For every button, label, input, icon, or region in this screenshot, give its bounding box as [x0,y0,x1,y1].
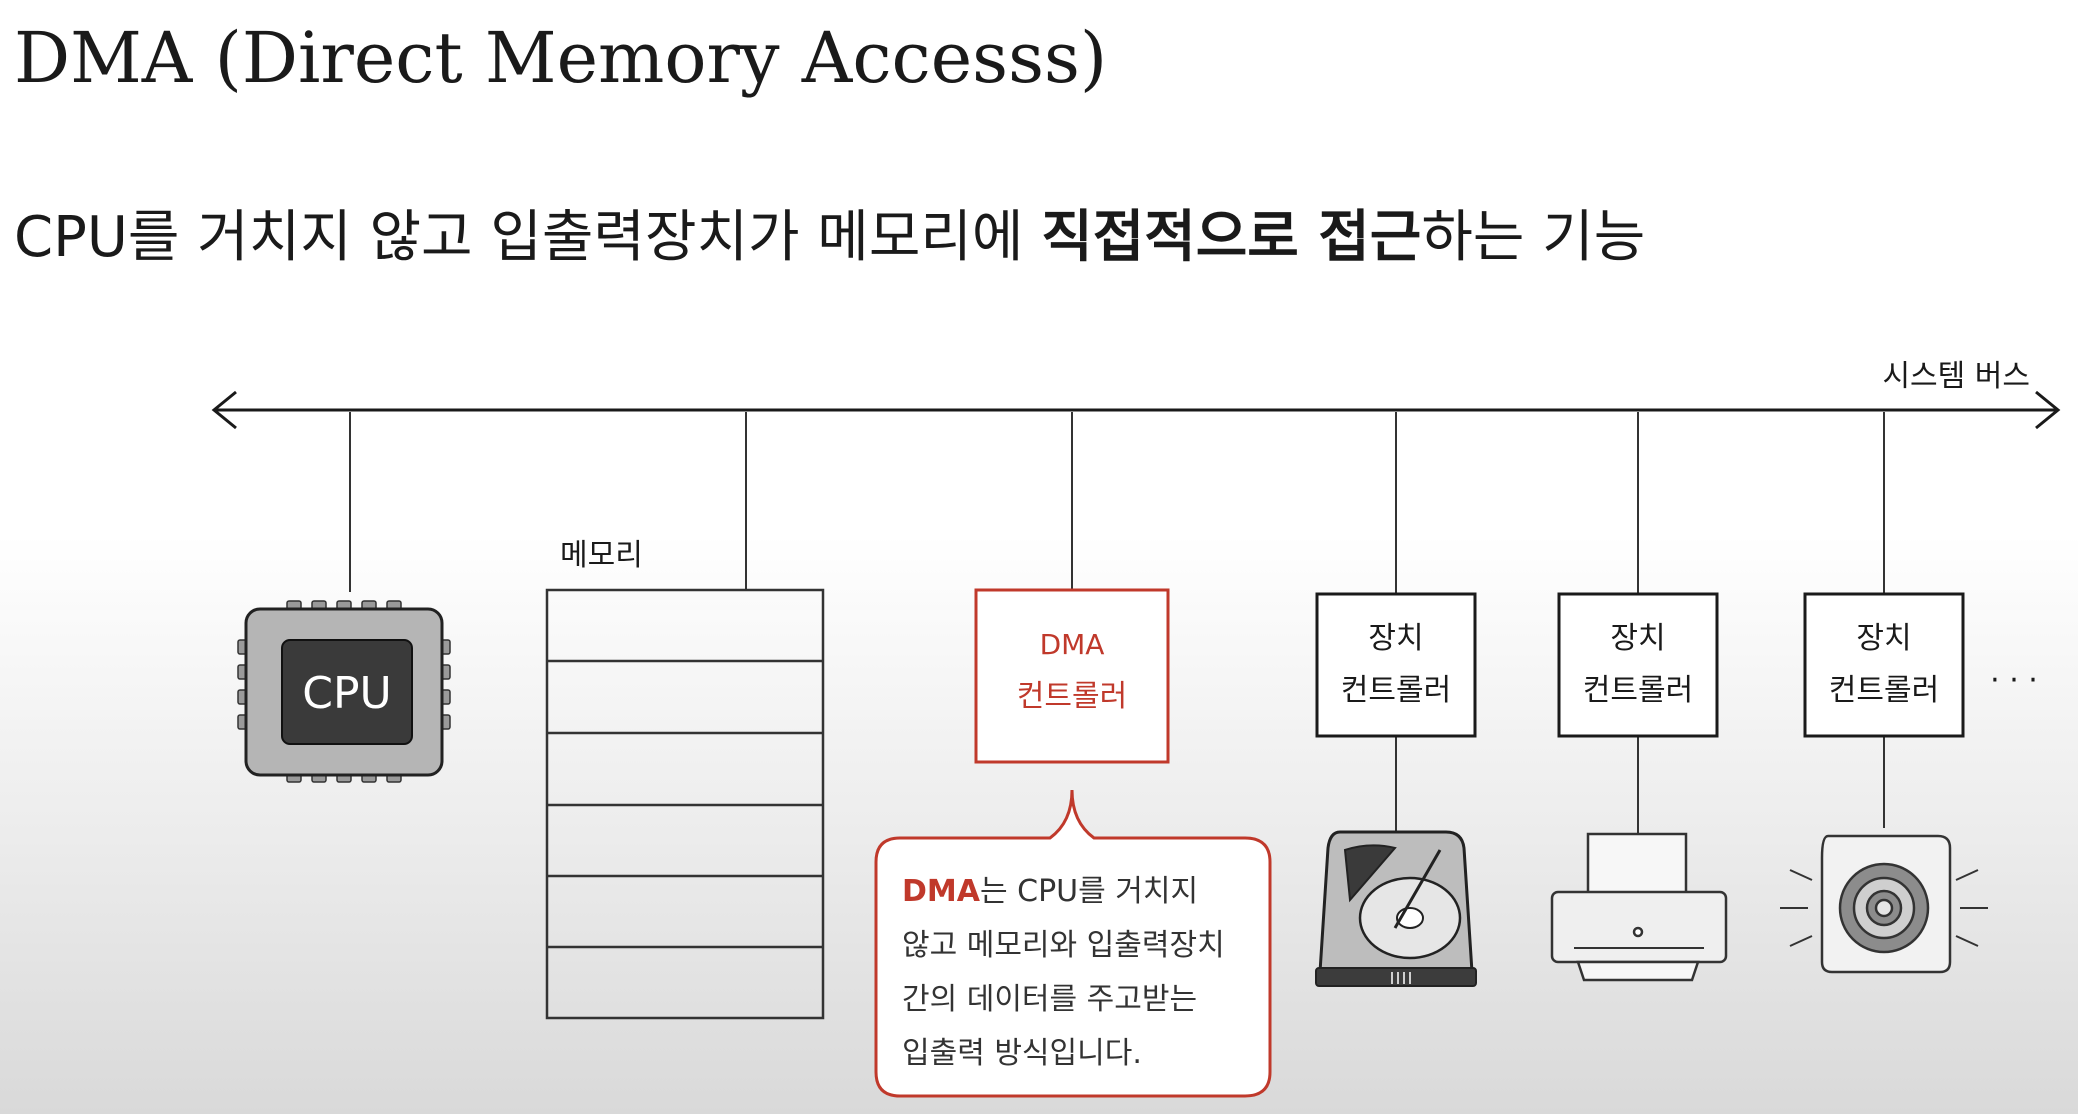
bubble-line-3: 간의 데이터를 주고받는 [902,982,1198,1017]
bus-connectors [349,412,1885,834]
bubble-line-4: 입출력 방식입니다. [902,1036,1142,1071]
device-controller-2-line1: 장치 [1610,621,1665,656]
bubble-highlight: DMA [902,874,980,909]
bubble-line1-rest: 는 CPU를 거치지 [979,874,1199,909]
bubble-line-2: 않고 메모리와 입출력장치 [902,928,1225,963]
subtitle-part1: CPU를 거치지 않고 입출력장치가 메모리에 [14,205,1042,270]
speech-bubble [874,789,1272,1098]
device-controller-1-line1: 장치 [1368,621,1423,656]
dma-explanation: DMA는 CPU를 거치지 않고 메모리와 입출력장치 간의 데이터를 주고받는… [880,845,1265,1095]
speaker-icon [1780,834,1988,974]
memory-label: 메모리 [560,538,643,573]
page-title: DMA (Direct Memory Accesss) [14,17,1108,99]
cpu-label: CPU [302,668,391,719]
subtitle-part2: 하는 기능 [1421,205,1646,270]
dma-controller-box [974,588,1170,764]
subtitle: CPU를 거치지 않고 입출력장치가 메모리에 직접적으로 접근하는 기능 [14,198,1645,278]
device-controller-box-2 [1557,592,1719,738]
device-controller-1-line2: 컨트롤러 [1341,673,1451,708]
subtitle-bold: 직접적으로 접근 [1041,205,1422,270]
device-controller-box-1 [1315,592,1477,738]
device-controller-box-3 [1803,592,1965,738]
dma-controller-line1: DMA [1040,628,1105,661]
printer-icon [1550,832,1728,982]
cpu-chip-icon [237,600,451,783]
device-controller-2-line2: 컨트롤러 [1583,673,1693,708]
bubble-line-1: DMA는 CPU를 거치지 [902,865,1265,919]
system-bus-label: 시스템 버스 [1882,359,2030,394]
memory-block [545,588,825,1020]
system-bus [211,390,2061,430]
dma-controller-line2: 컨트롤러 [1017,679,1127,714]
more-devices-ellipsis: · · · [1990,663,2038,698]
hard-disk-icon [1315,830,1477,987]
device-controller-3-line2: 컨트롤러 [1829,673,1939,708]
device-controller-3-line1: 장치 [1856,621,1911,656]
